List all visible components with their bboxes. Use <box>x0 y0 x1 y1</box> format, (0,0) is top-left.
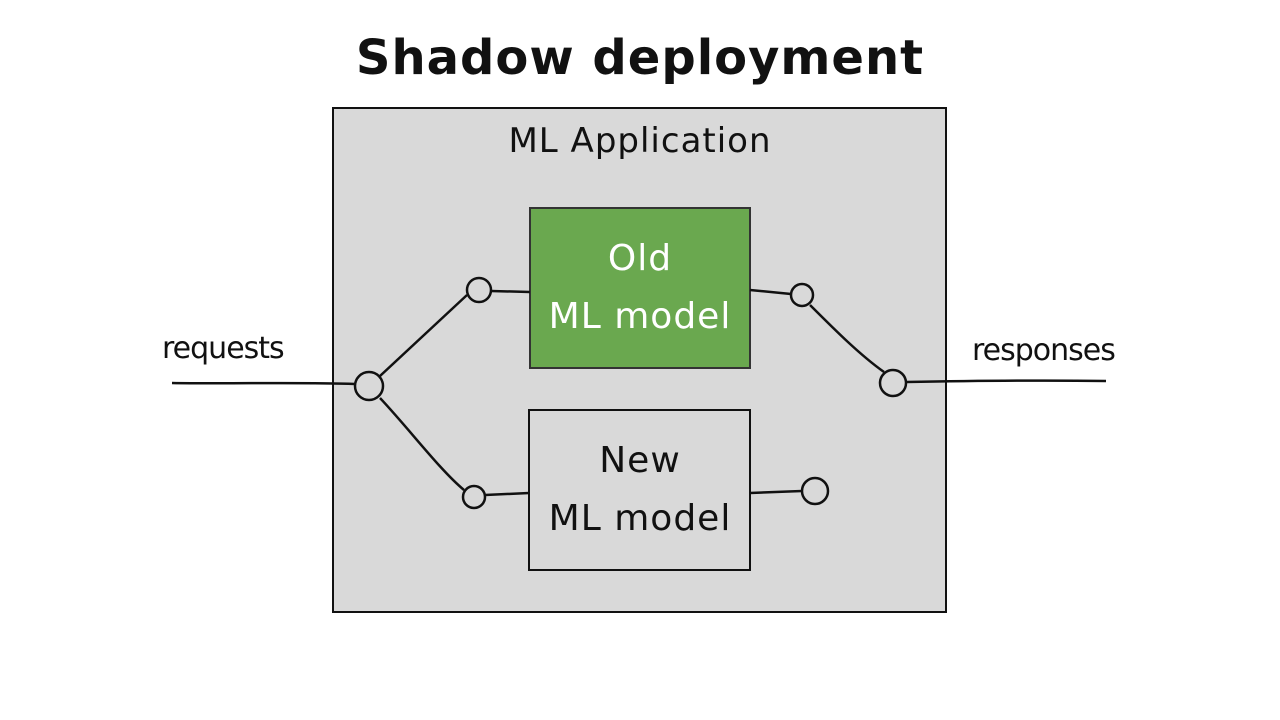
ml-application-label: ML Application <box>508 121 771 161</box>
new-model-label-line2: ML model <box>549 498 732 539</box>
requests-line <box>171 381 356 386</box>
responses-label: responses <box>972 333 1115 368</box>
old-ml-model-box <box>529 207 751 369</box>
splitter-node <box>353 370 385 402</box>
old-model-output-node <box>789 282 815 308</box>
switch-line <box>809 304 885 374</box>
branch-to-new-line <box>379 397 465 491</box>
new-ml-model-box <box>528 409 751 571</box>
responses-line <box>905 379 1107 384</box>
new-model-input-connector <box>484 491 530 497</box>
new-model-output-connector <box>749 489 803 495</box>
old-model-input-node <box>465 276 493 304</box>
new-model-input-node <box>461 484 487 510</box>
diagram-title: Shadow deployment <box>356 30 924 86</box>
old-model-label-line1: Old <box>608 238 672 279</box>
branch-to-old-line <box>379 294 468 377</box>
old-model-output-connector <box>749 288 792 296</box>
old-model-input-connector <box>490 289 531 294</box>
old-model-label-line2: ML model <box>549 296 732 337</box>
requests-label: requests <box>162 331 284 366</box>
new-model-label-line1: New <box>599 440 681 481</box>
responses-node <box>878 368 908 398</box>
new-model-output-node <box>800 476 830 506</box>
